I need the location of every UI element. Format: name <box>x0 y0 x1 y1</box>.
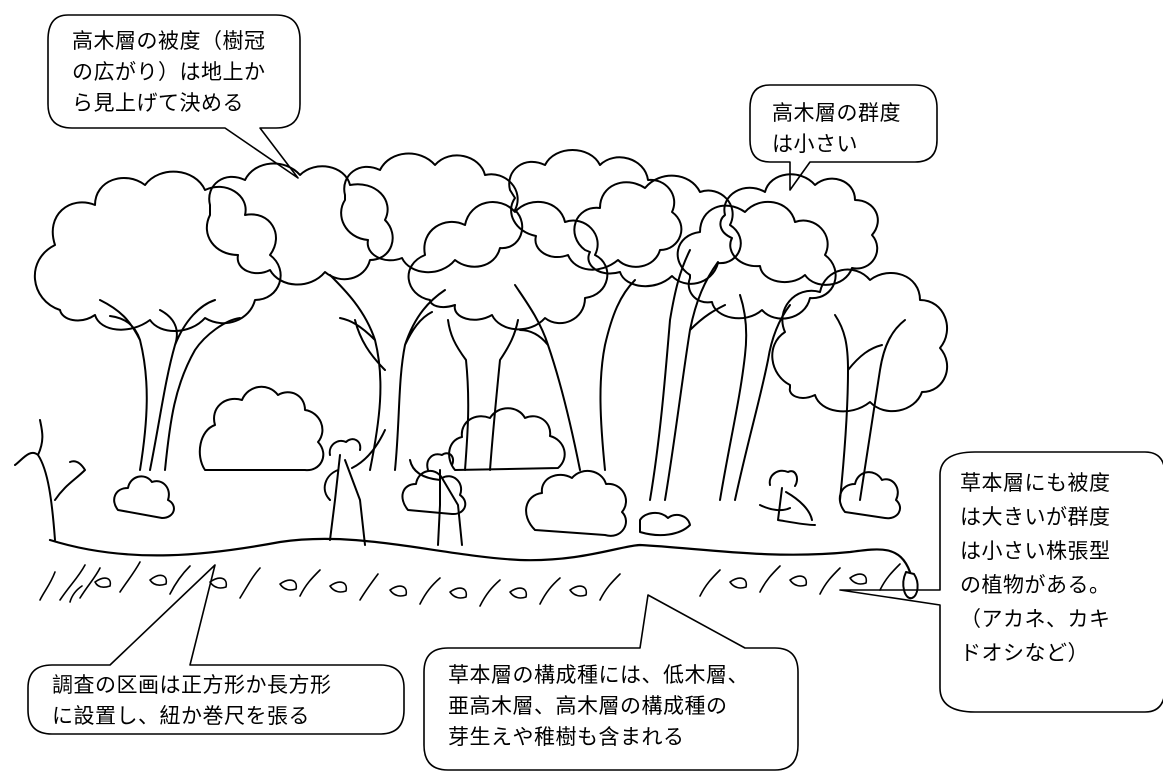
shrub-layer <box>113 385 901 537</box>
canopy-center-right <box>508 149 683 271</box>
callout-tree-sociability: 高木層の群度 は小さい <box>772 101 901 156</box>
canopy-center <box>407 200 609 331</box>
callout-tree-cover: 高木層の被度（樹冠 の広がり）は地上か ら見上げて決める <box>72 29 266 115</box>
canopy-far-right <box>771 268 949 413</box>
callout-plot-setup: 調査の区画は正方形か長方形 に設置し、紐か巻尺を張る <box>52 673 332 728</box>
callout-shapes <box>27 14 1163 771</box>
callout-tree-cover-shape <box>47 14 301 179</box>
tape-reel <box>902 571 919 600</box>
rope <box>48 537 912 574</box>
callout-herb-species: 草本層の構成種には、低木層、 亜高木層、高木層の構成種の 芽生えや稚樹も含まれる <box>448 663 749 749</box>
people <box>323 429 816 546</box>
canopy-center-left <box>340 152 524 274</box>
canopy-mid-left <box>205 162 394 286</box>
callout-herb-cover: 草本層にも被度 は大きいが群度 は小さい株張型 の植物がある。 （アカネ、カキ … <box>960 471 1111 665</box>
tree-trunks <box>99 249 906 501</box>
callout-plot-setup-shape <box>27 564 405 735</box>
callout-herb-species-shape <box>423 594 799 771</box>
left-dead-tree <box>14 419 86 541</box>
canopy-left <box>33 170 282 332</box>
canopy-upper-right <box>719 173 879 286</box>
callout-tree-sociability-shape <box>749 84 938 191</box>
herb-layer <box>39 561 901 607</box>
canopy-right-mid <box>676 200 837 320</box>
callout-herb-cover-shape <box>839 451 1163 713</box>
